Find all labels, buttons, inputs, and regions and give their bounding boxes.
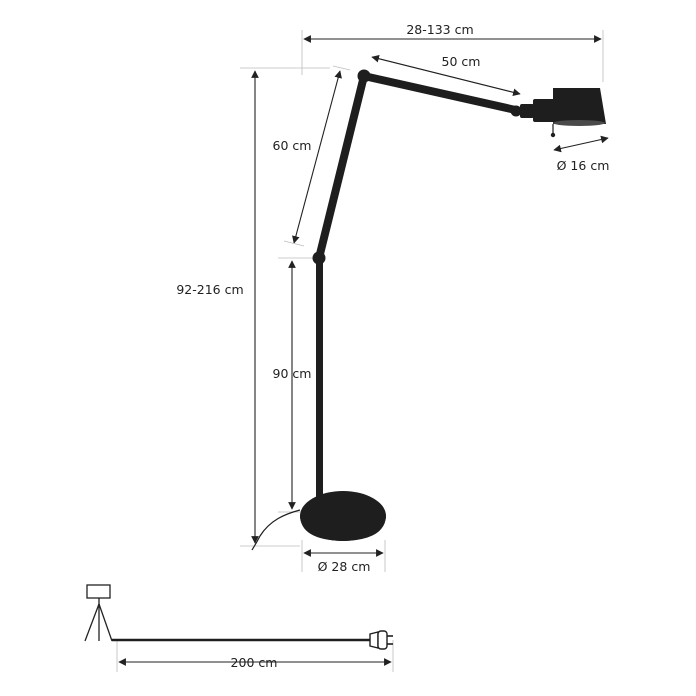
upper-arm	[360, 72, 524, 115]
cable-length-label: 200 cm	[231, 655, 278, 670]
shade-diameter-label: Ø 16 cm	[557, 158, 610, 173]
upper-arm-dimension-line	[371, 54, 521, 97]
middle-arm-dimension-line	[292, 70, 342, 244]
mini-lamp-icon	[84, 584, 113, 642]
lamp-shade	[520, 88, 606, 138]
upper-joint	[357, 69, 371, 83]
base-diameter-label: Ø 28 cm	[318, 559, 371, 574]
total-height-label: 92-216 cm	[176, 282, 243, 297]
lower-pole-label: 90 cm	[273, 366, 312, 381]
middle-arm-label: 60 cm	[273, 138, 312, 153]
cable	[251, 509, 301, 551]
lower-joint	[312, 251, 326, 265]
extension-lines	[116, 30, 604, 672]
upper-arm-label: 50 cm	[442, 54, 481, 69]
reach-label: 28-133 cm	[406, 22, 473, 37]
plug-icon	[369, 630, 393, 650]
shade-dimension-line	[553, 135, 609, 153]
middle-arm	[315, 72, 368, 262]
lower-pole	[316, 258, 323, 520]
head-joint	[510, 105, 522, 117]
dimension-lines	[118, 35, 609, 666]
